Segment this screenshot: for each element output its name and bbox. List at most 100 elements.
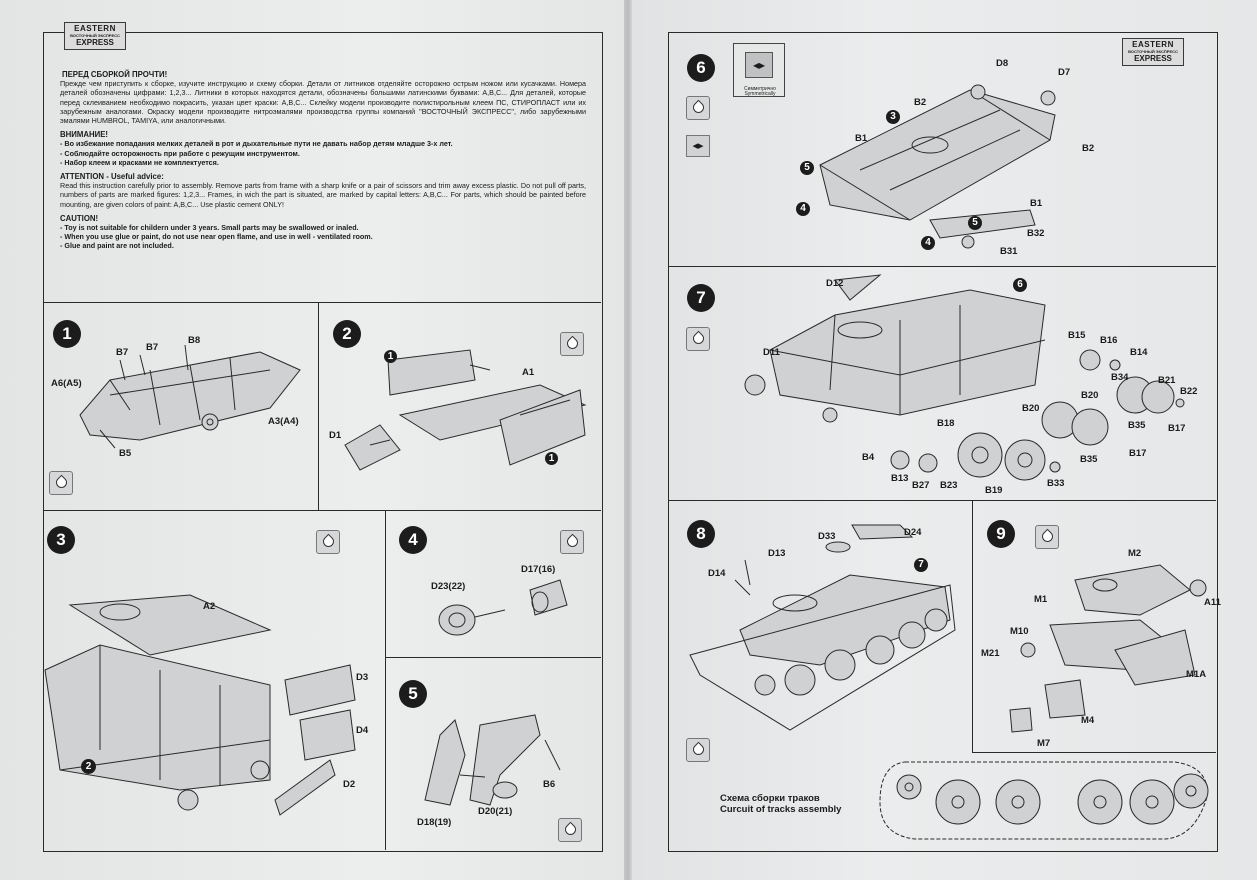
sub-step-marker: 5 (968, 216, 982, 230)
part-label: D20(21) (478, 806, 513, 817)
part-label: D1 (329, 430, 342, 441)
part-label: B19 (985, 485, 1003, 496)
paint-drop-icon (558, 818, 582, 842)
part-label: B16 (1100, 335, 1118, 346)
turret-drawing (1009, 564, 1207, 733)
divider (318, 302, 319, 510)
sub-step-marker: 4 (796, 202, 810, 216)
step-number: 9 (987, 520, 1015, 548)
intro-text: ПЕРЕД СБОРКОЙ ПРОЧТИ! Прежде чем приступ… (60, 70, 586, 251)
sub-step-marker: 4 (921, 236, 935, 250)
warning-heading: ВНИМАНИЕ! (60, 130, 109, 140)
tank-tracks-drawing (689, 524, 956, 731)
part-label: D8 (996, 58, 1009, 69)
part-label: B15 (1068, 330, 1086, 341)
step-number: 6 (687, 54, 715, 82)
paint-drop-icon (49, 471, 73, 495)
part-label: D18(19) (417, 817, 452, 828)
part-label: D17(16) (521, 564, 556, 575)
part-label: D14 (708, 568, 726, 579)
page-fold (624, 0, 632, 880)
warning-item: - Во избежание попадания мелких деталей … (60, 139, 453, 149)
brand-logo: EASTERN ВОСТОЧНЫЙ ЭКСПРЕСС EXPRESS (1122, 38, 1184, 66)
part-label: B1 (1030, 198, 1043, 209)
part-label: B13 (891, 473, 909, 484)
warning-item: - Набор клеем и красками не комплектуетс… (60, 157, 219, 167)
divider (972, 500, 973, 752)
part-label: B17 (1168, 423, 1186, 434)
hull-side-drawing (79, 344, 301, 449)
sub-step-marker: 6 (1013, 278, 1027, 292)
caution-item: - When you use glue or paint, do not use… (60, 232, 373, 242)
part-label: B17 (1129, 448, 1147, 459)
hull-assembly-drawing (819, 84, 1056, 249)
part-label: B2 (914, 97, 927, 108)
ru-heading: ПЕРЕД СБОРКОЙ ПРОЧТИ! (62, 70, 168, 79)
step-number: 2 (333, 320, 361, 348)
sub-step-marker: 3 (886, 110, 900, 124)
part-label: M4 (1081, 715, 1095, 726)
hull-floor-drawing (344, 349, 587, 471)
logo-text: EXPRESS (1134, 54, 1172, 63)
part-label: B6 (543, 779, 556, 790)
part-label: M21 (981, 648, 1000, 659)
part-label: B4 (862, 452, 875, 463)
part-label: B20 (1022, 403, 1040, 414)
part-label: M1 (1034, 594, 1048, 605)
part-label: B27 (912, 480, 930, 491)
logo-text: EASTERN (74, 24, 116, 33)
divider (43, 510, 601, 511)
part-label: B35 (1128, 420, 1146, 431)
symmetry-caption: Симметрично Symmetrically (744, 86, 776, 97)
logo-text: EXPRESS (76, 38, 114, 47)
part-label: B7 (116, 347, 129, 358)
en-paragraph: Read this instruction carefully prior to… (60, 181, 586, 209)
part-label: B18 (937, 418, 955, 429)
part-label: B34 (1111, 372, 1129, 383)
part-label: D23(22) (431, 581, 466, 592)
divider (385, 657, 601, 658)
paint-drop-icon (560, 530, 584, 554)
track-assembly-diagram (879, 761, 1209, 840)
symmetry-icon: ◂▸ (686, 135, 710, 157)
part-label: B14 (1130, 347, 1148, 358)
part-label: B20 (1081, 390, 1099, 401)
symmetry-icon: ◂▸ (745, 52, 773, 78)
tracks-caption-ru: Схема сборки траков (720, 793, 820, 804)
paint-drop-icon (316, 530, 340, 554)
part-label: B8 (188, 335, 201, 346)
part-label: B33 (1047, 478, 1065, 489)
part-label: B1 (855, 133, 868, 144)
hull-running-gear-drawing (744, 274, 1185, 481)
divider (668, 500, 1216, 501)
drive-sprocket-drawing (438, 579, 568, 636)
sub-step-marker: 7 (914, 558, 928, 572)
part-label: D7 (1058, 67, 1071, 78)
step-number: 3 (47, 526, 75, 554)
brand-logo: EASTERN ВОСТОЧНЫЙ ЭКСПРЕСС EXPRESS (64, 22, 126, 50)
logo-text: EASTERN (1132, 40, 1174, 49)
divider (385, 510, 386, 850)
part-label: D11 (763, 347, 780, 358)
part-label: D33 (818, 531, 836, 542)
step-number: 5 (399, 680, 427, 708)
divider (972, 752, 1216, 753)
paint-drop-icon (686, 327, 710, 351)
part-label: D3 (356, 672, 369, 683)
part-label: M7 (1037, 738, 1051, 749)
part-label: D12 (826, 278, 844, 289)
part-label: B35 (1080, 454, 1098, 465)
suspension-arm-drawing (424, 714, 561, 806)
sub-step-marker: 1 (545, 452, 558, 465)
sub-step-marker: 2 (81, 759, 96, 774)
part-label: D4 (356, 725, 369, 736)
part-label: B21 (1158, 375, 1176, 386)
symmetry-legend: ◂▸ Симметрично Symmetrically (733, 43, 785, 97)
logo-text: ВОСТОЧНЫЙ ЭКСПРЕСС (70, 33, 120, 38)
tracks-caption-en: Curcuit of tracks assembly (720, 804, 842, 815)
ru-paragraph: Прежде чем приступить к сборке, изучите … (60, 79, 586, 126)
part-label: A2 (203, 601, 216, 612)
part-label: M1A (1186, 669, 1207, 680)
paint-drop-icon (560, 332, 584, 356)
part-label: B31 (1000, 246, 1018, 257)
